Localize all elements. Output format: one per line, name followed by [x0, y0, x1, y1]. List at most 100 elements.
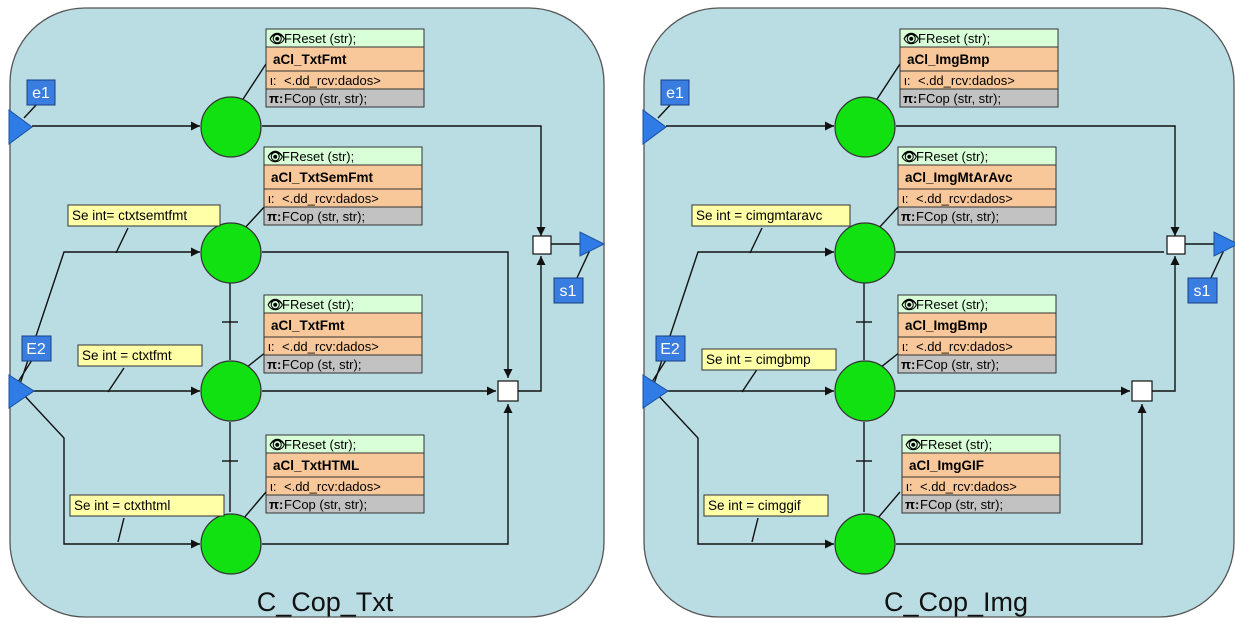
attribute-table: 👁 FReset (str); aCl_ImgBmp ι: <.dd_rcv:d… — [899, 28, 1059, 108]
eye-icon: 👁 — [901, 149, 918, 164]
pi-icon: π: — [901, 209, 915, 224]
eye-icon: 👁 — [269, 31, 286, 46]
svg-text:E2: E2 — [26, 341, 46, 358]
svg-text:E2: E2 — [660, 341, 680, 358]
transition-out-top — [532, 235, 552, 255]
attribute-table: 👁 FReset (str); aCl_TxtFmt ι: <.dd_rcv:d… — [265, 28, 425, 108]
iota-icon: ι: — [906, 479, 913, 494]
panel-c-cop-img: e1 E2 s1 Se int = cimgmtaravc Se int = c… — [642, 7, 1235, 618]
svg-text:FReset (str);: FReset (str); — [282, 297, 354, 312]
output-port-s1-icon — [1213, 231, 1235, 257]
place-1 — [200, 96, 262, 158]
svg-text:aCl_TxtFmt: aCl_TxtFmt — [273, 52, 347, 67]
svg-text:FCop (str, str);: FCop (str, str); — [282, 209, 365, 224]
iota-icon: ι: — [904, 73, 911, 88]
attribute-table: 👁 FReset (str); aCl_TxtSemFmt ι: <.dd_rc… — [263, 146, 423, 226]
eye-icon: 👁 — [901, 297, 918, 312]
condition-label: Se int = cimgbmp — [701, 348, 837, 371]
svg-text:s1: s1 — [560, 283, 577, 300]
iota-icon: ι: — [270, 73, 277, 88]
port-label-e1: e1 — [26, 79, 56, 106]
pi-icon: π: — [905, 497, 919, 512]
place-4 — [200, 513, 262, 575]
svg-text:FCop (str, str);: FCop (str, str); — [916, 209, 999, 224]
svg-text:FCop (st, str);: FCop (st, str); — [282, 357, 361, 372]
svg-text:<.dd_rcv:dados>: <.dd_rcv:dados> — [282, 191, 379, 206]
svg-text:FCop (str, str);: FCop (str, str); — [284, 91, 367, 106]
attribute-table: 👁 FReset (str); aCl_TxtHTML ι: <.dd_rcv:… — [265, 434, 425, 514]
svg-text:Se int= ctxtsemtfmt: Se int= ctxtsemtfmt — [72, 208, 187, 223]
svg-text:Se int = cimggif: Se int = cimggif — [708, 498, 801, 513]
iota-icon: ι: — [268, 191, 275, 206]
port-label-s1: s1 — [1187, 277, 1218, 304]
svg-text:<.dd_rcv:dados>: <.dd_rcv:dados> — [920, 479, 1017, 494]
svg-text:FReset (str);: FReset (str); — [916, 149, 988, 164]
eye-icon: 👁 — [903, 31, 920, 46]
svg-text:e1: e1 — [666, 85, 684, 102]
condition-label: Se int = ctxthtml — [69, 494, 225, 517]
place-3 — [200, 360, 262, 422]
attribute-table: 👁 FReset (str); aCl_ImgMtArAvc ι: <.dd_r… — [897, 146, 1057, 226]
svg-text:Se int = ctxtfmt: Se int = ctxtfmt — [82, 348, 172, 363]
svg-text:<.dd_rcv:dados>: <.dd_rcv:dados> — [284, 73, 381, 88]
svg-text:aCl_TxtSemFmt: aCl_TxtSemFmt — [271, 170, 374, 185]
svg-text:FReset (str);: FReset (str); — [920, 437, 992, 452]
svg-text:FReset (str);: FReset (str); — [918, 31, 990, 46]
svg-text:aCl_TxtHTML: aCl_TxtHTML — [273, 458, 359, 473]
svg-text:aCl_ImgBmp: aCl_ImgBmp — [905, 318, 988, 333]
attribute-table: 👁 FReset (str); aCl_ImgGIF ι: <.dd_rcv:d… — [901, 434, 1061, 514]
svg-text:FReset (str);: FReset (str); — [282, 149, 354, 164]
svg-text:FCop (str, str);: FCop (str, str); — [920, 497, 1003, 512]
panel-title: C_Cop_Img — [884, 587, 1028, 617]
input-port-e2-icon — [8, 374, 35, 409]
svg-text:FReset (str);: FReset (str); — [284, 31, 356, 46]
svg-text:FCop (str, str);: FCop (str, str); — [916, 357, 999, 372]
pi-icon: π: — [267, 209, 281, 224]
input-port-e1-icon — [8, 109, 33, 145]
panel-title: C_Cop_Txt — [257, 587, 394, 617]
port-label-e2: E2 — [655, 335, 686, 362]
svg-text:e1: e1 — [32, 85, 50, 102]
input-port-e1-icon — [642, 109, 667, 145]
port-label-e2: E2 — [21, 335, 52, 362]
pi-icon: π: — [269, 91, 283, 106]
svg-text:Se int = ctxthtml: Se int = ctxthtml — [74, 498, 170, 513]
condition-label: Se int = cimgmtaravc — [691, 204, 851, 227]
input-port-e2-icon — [642, 374, 669, 409]
svg-text:aCl_ImgBmp: aCl_ImgBmp — [907, 52, 990, 67]
transition-out-top — [1166, 235, 1186, 255]
condition-label: Se int = cimggif — [703, 494, 829, 517]
place-4 — [834, 513, 896, 575]
svg-text:aCl_ImgGIF: aCl_ImgGIF — [909, 458, 984, 473]
pi-icon: π: — [267, 357, 281, 372]
output-port-s1-icon — [579, 231, 606, 257]
attribute-table: 👁 FReset (str); aCl_ImgBmp ι: <.dd_rcv:d… — [897, 294, 1057, 374]
eye-icon: 👁 — [905, 437, 922, 452]
transition-out-bottom — [497, 380, 519, 402]
eye-icon: 👁 — [269, 437, 286, 452]
condition-label: Se int = ctxtfmt — [77, 344, 203, 367]
svg-text:FReset (str);: FReset (str); — [284, 437, 356, 452]
port-label-s1: s1 — [553, 277, 584, 304]
svg-text:FCop (str, str);: FCop (str, str); — [918, 91, 1001, 106]
svg-text:<.dd_rcv:dados>: <.dd_rcv:dados> — [916, 191, 1013, 206]
pi-icon: π: — [901, 357, 915, 372]
eye-icon: 👁 — [267, 297, 284, 312]
place-3 — [834, 360, 896, 422]
svg-text:<.dd_rcv:dados>: <.dd_rcv:dados> — [284, 479, 381, 494]
svg-text:s1: s1 — [1194, 283, 1211, 300]
place-1 — [834, 96, 896, 158]
svg-text:<.dd_rcv:dados>: <.dd_rcv:dados> — [282, 339, 379, 354]
arcs — [651, 63, 1225, 549]
iota-icon: ι: — [902, 339, 909, 354]
place-2 — [200, 222, 262, 284]
iota-icon: ι: — [268, 339, 275, 354]
transition-out-bottom — [1131, 380, 1153, 402]
svg-text:Se int = cimgbmp: Se int = cimgbmp — [706, 352, 811, 367]
svg-text:<.dd_rcv:dados>: <.dd_rcv:dados> — [916, 339, 1013, 354]
svg-text:aCl_ImgMtArAvc: aCl_ImgMtArAvc — [905, 170, 1013, 185]
pi-icon: π: — [903, 91, 917, 106]
place-2 — [834, 222, 896, 284]
svg-text:Se int = cimgmtaravc: Se int = cimgmtaravc — [696, 208, 823, 223]
